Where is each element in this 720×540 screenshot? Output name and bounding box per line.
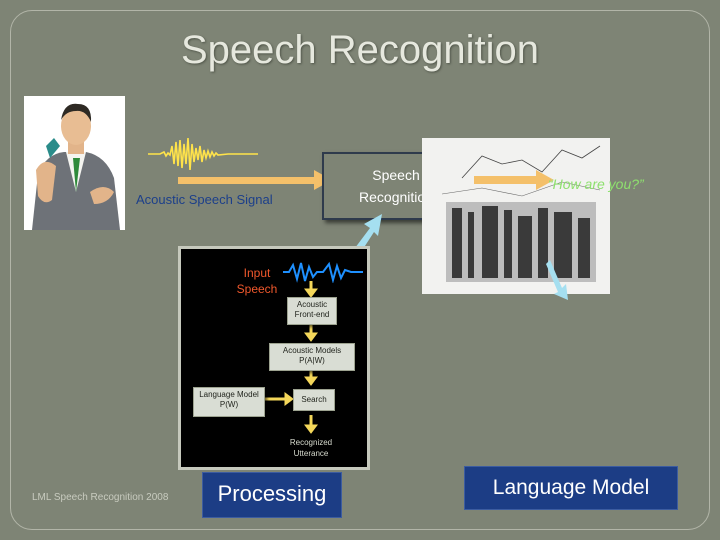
recognized-utterance-label: Recognized Utterance (289, 438, 333, 458)
output-quote: “How are you?” (548, 176, 644, 192)
speech-recognition-label: Speech Recognition (359, 167, 433, 205)
processing-label: Processing (217, 481, 327, 506)
language-model-box: Language Model P(W) (193, 387, 265, 417)
input-waveform-icon (283, 261, 363, 283)
signal-arrow (178, 170, 332, 190)
person-on-phone-illustration (24, 96, 125, 230)
search-box: Search (293, 389, 335, 411)
acoustic-models-box: Acoustic Models P(A|W) (269, 343, 355, 371)
slide-title: Speech Recognition (180, 28, 540, 72)
output-arrow (474, 170, 554, 190)
input-speech-label: Input Speech (236, 266, 278, 296)
language-model-text-box: Language Model (464, 466, 678, 510)
speech-waveform-icon (148, 137, 258, 171)
language-model-label: Language Model (492, 476, 650, 499)
spectrogram-image (422, 138, 610, 294)
slide-frame (10, 10, 710, 530)
signal-label: Acoustic Speech Signal (136, 192, 273, 207)
footer-source: LML Speech Recognition 2008 (32, 492, 169, 503)
acoustic-front-end-box: Acoustic Front-end (287, 297, 337, 325)
processing-box: Processing (202, 472, 342, 518)
recognition-block-diagram: Input Speech Acoustic Front-end Acoustic… (178, 246, 370, 470)
flow-arrows (263, 281, 318, 434)
feedback-arrow-right (546, 260, 568, 300)
